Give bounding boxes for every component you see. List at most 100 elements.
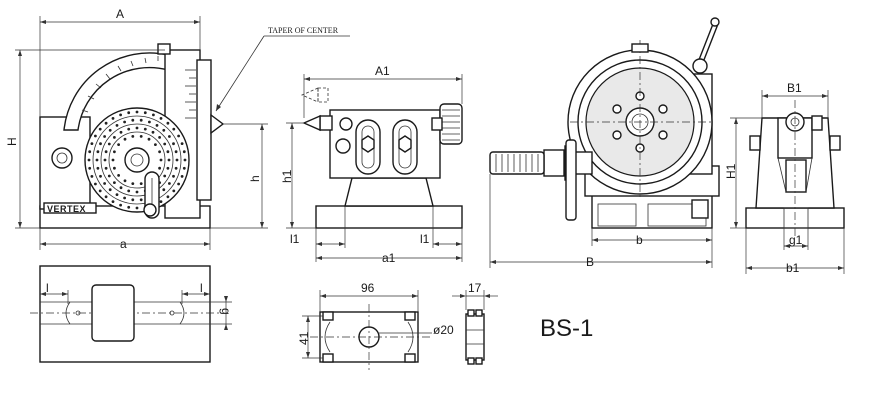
index-hole <box>123 120 126 124</box>
dim-B-label: B <box>586 255 594 269</box>
dim-A-label: A <box>116 7 124 21</box>
faceplate-graduations <box>185 69 196 119</box>
index-hole <box>127 127 131 131</box>
index-hole <box>108 188 112 192</box>
dim-dia20-label: ø20 <box>433 323 454 337</box>
faceplate <box>196 59 212 201</box>
index-hole <box>135 190 139 194</box>
index-hole <box>139 118 143 122</box>
clamp-side-view: 17 <box>452 281 498 365</box>
index-hole <box>177 182 181 186</box>
index-hole <box>175 158 179 162</box>
dim-H-label: H <box>5 137 19 146</box>
dim-b-label: b <box>636 233 643 247</box>
index-hole <box>131 198 135 202</box>
index-hole <box>94 134 97 138</box>
index-hole <box>96 166 100 170</box>
index-hole <box>108 128 112 132</box>
index-hole <box>182 150 186 154</box>
index-hole <box>139 135 143 138</box>
index-hole <box>166 166 170 170</box>
dim-g1-label: g1 <box>789 233 803 247</box>
index-hole <box>127 205 131 209</box>
index-hole <box>143 111 147 115</box>
index-hole <box>119 203 122 207</box>
index-hole <box>104 195 108 199</box>
index-hub <box>124 147 150 173</box>
index-hole <box>90 175 94 178</box>
index-hole <box>107 142 111 146</box>
dim-H1-label: H1 <box>724 163 738 179</box>
knurl-pattern <box>442 109 460 141</box>
index-hole <box>159 117 163 120</box>
index-hole <box>168 182 171 185</box>
index-hole <box>127 189 131 193</box>
index-hole <box>174 166 178 170</box>
index-hole <box>174 150 178 154</box>
index-hole <box>154 143 157 147</box>
index-hole <box>155 124 159 127</box>
index-hole <box>166 121 170 125</box>
index-hole <box>104 150 108 154</box>
center-point <box>210 113 225 135</box>
dim-B1-label: B1 <box>787 81 802 95</box>
dim-l-left-label: l <box>46 281 49 295</box>
index-hole <box>172 142 175 146</box>
index-hole <box>158 136 162 139</box>
index-hole <box>139 198 143 202</box>
index-hole <box>98 127 102 131</box>
index-hole <box>123 179 127 183</box>
index-hole <box>123 196 126 200</box>
index-hole <box>117 174 120 177</box>
index-hole <box>119 113 122 117</box>
hex-nut-left <box>361 135 375 153</box>
index-hole <box>113 150 116 154</box>
index-hole <box>177 134 181 138</box>
index-hole <box>88 166 92 170</box>
dim-l1-left-label: l1 <box>290 232 300 246</box>
tailstock-neck <box>344 177 434 207</box>
model-label: BS-1 <box>540 315 593 342</box>
index-hole <box>117 143 120 147</box>
index-hole <box>111 200 115 204</box>
index-hole <box>90 142 94 146</box>
index-hole <box>166 150 170 154</box>
index-hole <box>113 166 116 170</box>
taper-leader <box>215 35 265 112</box>
index-hole <box>99 142 102 146</box>
index-hole <box>127 111 131 115</box>
hex-nut-right <box>398 135 412 153</box>
dim-g-label: g <box>219 308 233 315</box>
index-hole <box>183 158 187 162</box>
index-hole <box>182 166 186 170</box>
index-hole <box>162 188 166 192</box>
clamp-top-view: 96 41 ø20 <box>297 281 454 370</box>
dim-l1-right-label: l1 <box>420 232 430 246</box>
index-hole <box>99 174 102 178</box>
tailstock-end-view: B1 H1 g1 b1 <box>724 81 845 275</box>
index-hole <box>167 158 171 162</box>
dim-h-label: h <box>248 175 262 182</box>
index-hole <box>98 189 102 193</box>
index-hole <box>119 130 123 134</box>
index-hole <box>143 127 147 131</box>
index-hole <box>166 195 170 199</box>
index-hole <box>147 137 151 141</box>
dim-17-label: 17 <box>468 281 482 295</box>
index-hole <box>87 158 91 162</box>
index-hole <box>103 182 106 185</box>
arc-ticks <box>81 56 159 113</box>
tailstock-base <box>315 205 463 229</box>
base-center-block <box>91 284 135 342</box>
index-hole <box>104 121 108 125</box>
index-hole <box>131 182 135 186</box>
index-hole <box>111 158 115 162</box>
index-hole <box>113 181 116 185</box>
clamp-side-body <box>465 313 485 361</box>
index-hole <box>159 200 163 204</box>
index-hole <box>152 113 155 117</box>
index-hole <box>115 193 119 197</box>
dim-A1-label: A1 <box>375 64 390 78</box>
index-hole <box>172 189 176 193</box>
dim-41-label: 41 <box>297 331 311 345</box>
